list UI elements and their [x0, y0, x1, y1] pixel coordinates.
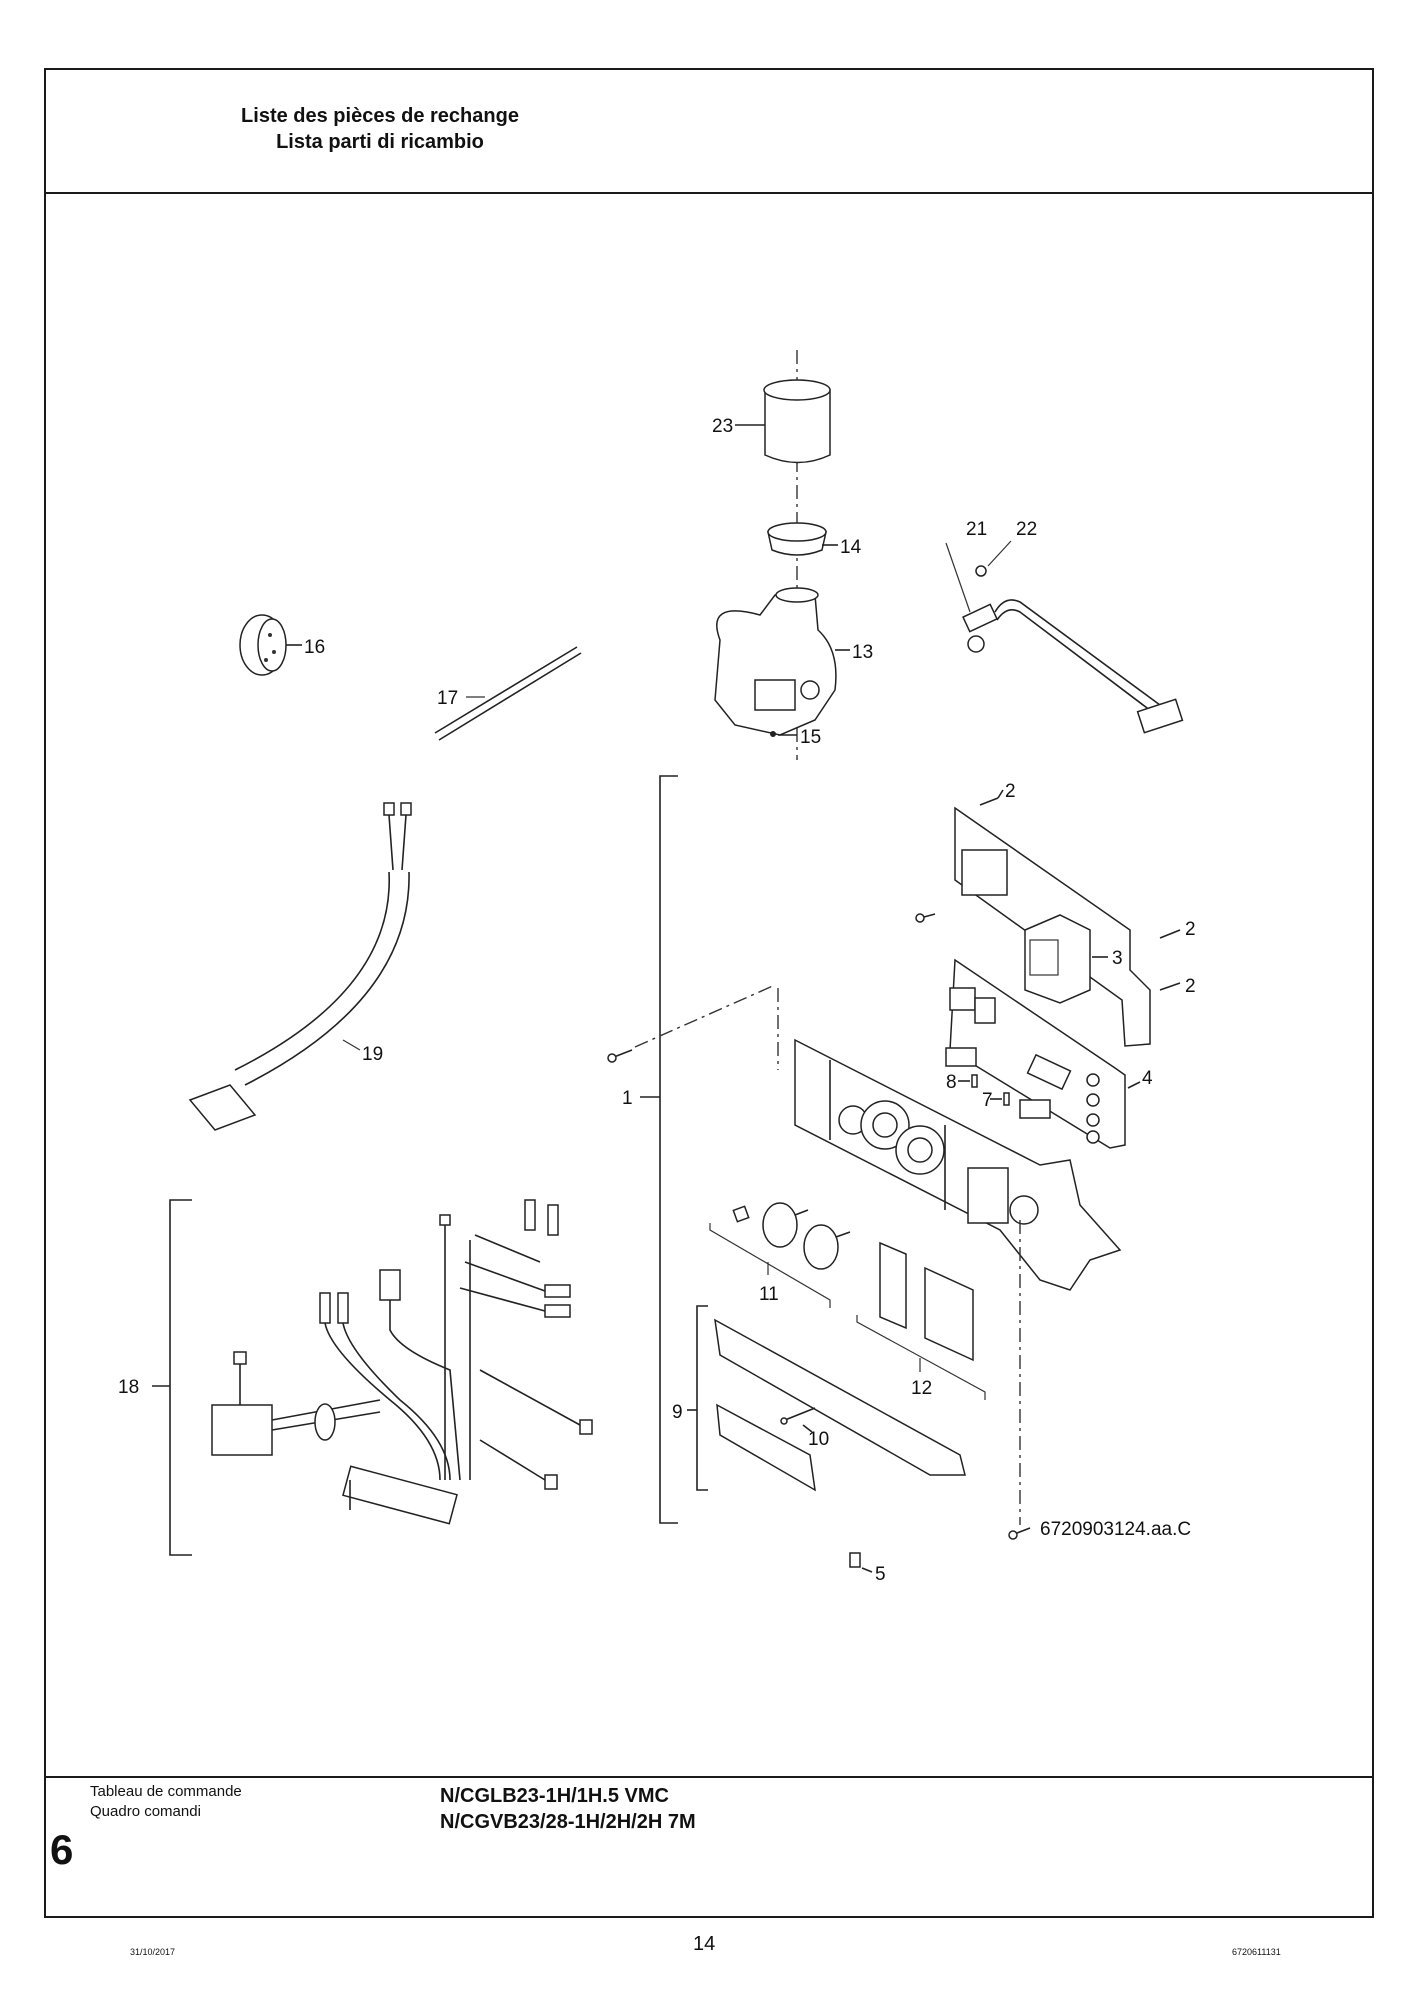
- callout-14: 14: [840, 537, 862, 558]
- page-number: 14: [693, 1933, 716, 1955]
- part-14-seal-ring: 14: [767, 522, 862, 558]
- assembly-1-bracket: 1: [622, 775, 678, 1524]
- callout-9: 9: [672, 1402, 683, 1423]
- title-italian: Lista parti di ricambio: [276, 131, 484, 153]
- callout-3: 3: [1112, 948, 1123, 969]
- callout-2c: 2: [1185, 976, 1196, 997]
- callout-7: 7: [982, 1090, 993, 1111]
- reference-code-group: 6720903124.aa.C: [1008, 1519, 1191, 1540]
- document-number: 6720611131: [1232, 1947, 1281, 1957]
- model-line-1: N/CGLB23-1H/1H.5 VMC: [440, 1785, 669, 1807]
- section-name-italian: Quadro comandi: [90, 1803, 201, 1820]
- header-divider: [44, 192, 1374, 194]
- callout-10: 10: [808, 1429, 829, 1450]
- callout-23: 23: [712, 416, 733, 437]
- model-line-2: N/CGVB23/28-1H/2H/2H 7M: [440, 1811, 696, 1833]
- callout-17: 17: [437, 688, 458, 709]
- part-16-pressure-switch: 16: [239, 614, 325, 676]
- callout-8: 8: [946, 1072, 957, 1093]
- part-19-cable: 19: [188, 802, 412, 1131]
- part-18-wiring-harness: 18: [118, 1199, 593, 1556]
- control-panel-housing: [794, 1038, 1122, 1525]
- callout-13: 13: [852, 642, 873, 663]
- screw-dash-line: [607, 984, 779, 1070]
- part-11-knobs: 11: [709, 1202, 851, 1308]
- part-21-22-sensor: 21 22: [945, 519, 1184, 734]
- part-23-tube: 23: [712, 350, 831, 760]
- callout-16: 16: [304, 637, 325, 658]
- part-9-10-front-panel: 9 10: [672, 1305, 966, 1492]
- callout-15: 15: [800, 727, 821, 748]
- page-frame: [44, 68, 1374, 1918]
- part-17-rod: 17: [434, 646, 582, 741]
- title-french: Liste des pièces de rechange: [241, 105, 519, 127]
- callout-5: 5: [875, 1564, 886, 1585]
- print-date: 31/10/2017: [130, 1947, 176, 1957]
- section-name-french: Tableau de commande: [90, 1783, 242, 1800]
- reference-code: 6720903124.aa.C: [1040, 1519, 1191, 1540]
- part-12-covers: 12: [856, 1241, 986, 1400]
- part-5-clip: 5: [849, 1552, 886, 1585]
- callout-18: 18: [118, 1377, 139, 1398]
- part-4-circuit-board: 4 8 7: [945, 958, 1153, 1149]
- callout-1: 1: [622, 1088, 633, 1109]
- callout-2b: 2: [1185, 919, 1196, 940]
- callout-12: 12: [911, 1378, 932, 1399]
- callout-4: 4: [1142, 1068, 1153, 1089]
- callout-19: 19: [362, 1044, 383, 1065]
- callout-22: 22: [1016, 519, 1037, 540]
- section-number: 6: [50, 1826, 74, 1873]
- part-13-fan: 13 15: [714, 587, 873, 748]
- part-3-transformer: 3: [1024, 914, 1123, 1004]
- callout-21: 21: [966, 519, 987, 540]
- footer-divider: [44, 1776, 1374, 1778]
- callout-11: 11: [759, 1284, 779, 1305]
- callout-2a: 2: [1005, 781, 1016, 802]
